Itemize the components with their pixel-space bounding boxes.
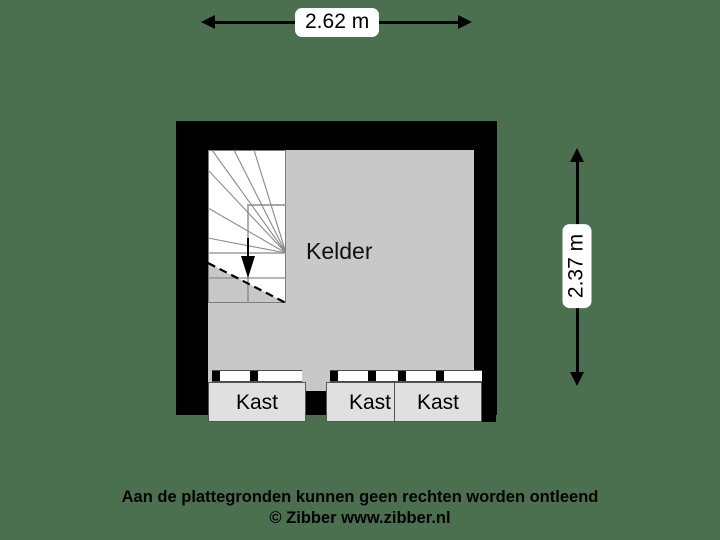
closet-label-1: Kast xyxy=(235,390,279,414)
closet-label-2: Kast xyxy=(348,390,392,414)
closet-1[interactable]: Kast xyxy=(208,382,306,422)
footer-line-2: © Zibber www.zibber.nl xyxy=(269,509,451,527)
arrow-up-icon xyxy=(570,148,584,162)
room-label-kelder: Kelder xyxy=(306,238,373,264)
closet-door-1 xyxy=(212,370,302,382)
arrow-right-icon xyxy=(458,15,472,29)
height-dimension-label: 2.37 m xyxy=(562,223,592,309)
wall-segment-right-of-closets xyxy=(482,370,496,422)
closet-door-2 xyxy=(330,370,420,382)
width-dimension-label: 2.62 m xyxy=(295,8,380,37)
footer-disclaimer: Aan de plattegronden kunnen geen rechten… xyxy=(0,487,720,529)
footer-line-1: Aan de plattegronden kunnen geen rechten… xyxy=(121,488,599,506)
closet-3[interactable]: Kast xyxy=(394,382,482,422)
arrow-left-icon xyxy=(201,15,215,29)
arrow-down-icon xyxy=(570,372,584,386)
closet-door-3 xyxy=(398,370,488,382)
staircase-treads-icon xyxy=(208,150,286,303)
closet-label-3: Kast xyxy=(416,390,460,414)
floorplan-walls: Kelder Kast Kast Kast xyxy=(176,121,497,422)
